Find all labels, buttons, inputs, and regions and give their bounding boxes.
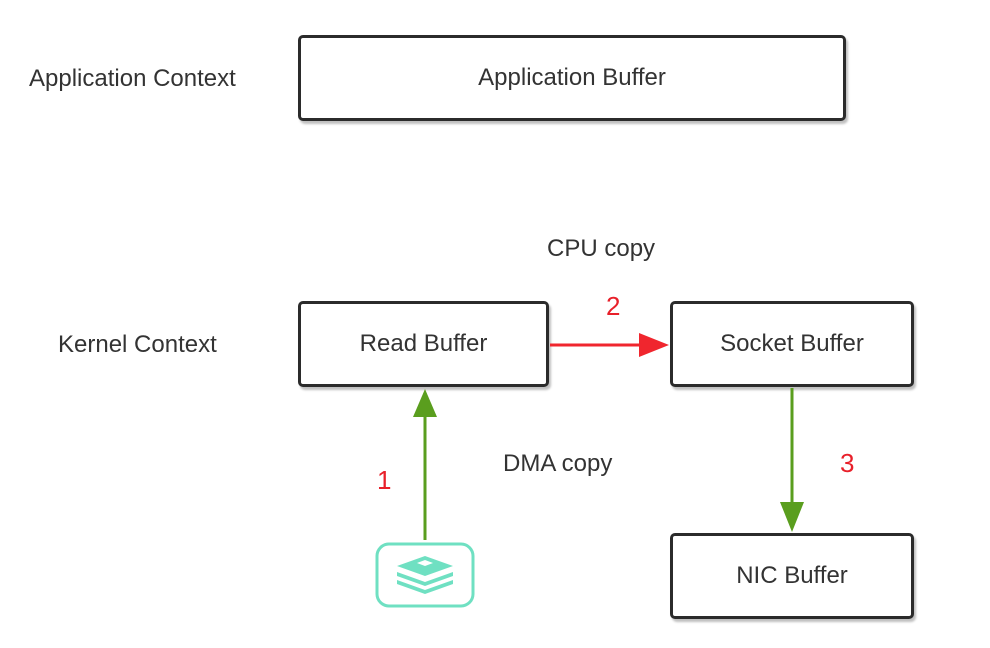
socket-buffer-label: Socket Buffer [720,330,864,357]
nic-buffer-box: NIC Buffer [670,533,914,619]
dma-copy-note: DMA copy [503,450,613,477]
cpu-copy-note: CPU copy [547,235,656,262]
application-context-label: Application Context [29,65,236,92]
nic-buffer-label: NIC Buffer [736,562,848,589]
socket-buffer-box: Socket Buffer [670,301,914,387]
application-buffer-label: Application Buffer [478,64,666,91]
read-buffer-label: Read Buffer [359,330,488,357]
cpu-copy-arrow [550,333,669,357]
step-2-number: 2 [606,291,621,321]
socket-to-nic-arrow [780,388,804,532]
application-buffer-box: Application Buffer [298,35,846,121]
kernel-context-label: Kernel Context [58,331,217,358]
step-3-number: 3 [840,448,855,478]
read-buffer-box: Read Buffer [298,301,549,387]
storage-disk-icon [375,542,475,608]
step-1-number: 1 [377,465,392,495]
dma-arrow [413,389,437,540]
